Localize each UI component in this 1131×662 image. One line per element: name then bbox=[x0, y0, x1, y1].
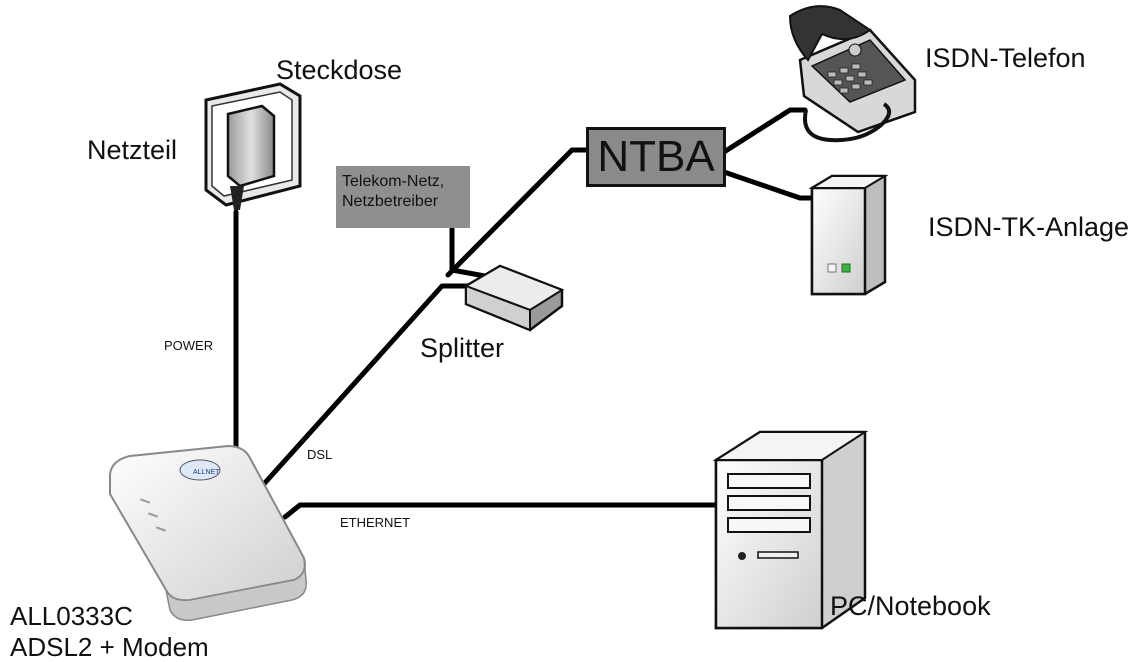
label-splitter: Splitter bbox=[420, 333, 505, 363]
isdn-phone-icon bbox=[788, 5, 917, 143]
label-power: POWER bbox=[164, 338, 214, 353]
modem-logo-text: ALLNET bbox=[193, 469, 220, 476]
ethernet-cable bbox=[282, 502, 721, 520]
modem-icon bbox=[109, 444, 307, 622]
label-pc-notebook: PC/Notebook bbox=[830, 591, 991, 621]
label-steckdose: Steckdose bbox=[276, 55, 403, 85]
ntba-label: NTBA bbox=[597, 132, 715, 181]
isdn-tk-anlage-icon bbox=[808, 174, 889, 296]
ntba-to-tk-cable bbox=[721, 169, 815, 201]
label-isdn-tk-anlage: ISDN-TK-Anlage bbox=[928, 212, 1130, 242]
model-line2: ADSL2 + Modem bbox=[10, 631, 209, 662]
ntba-to-phone-cable bbox=[721, 107, 808, 155]
splitter-icon bbox=[463, 264, 565, 332]
label-isdn-telefon: ISDN-Telefon bbox=[925, 43, 1086, 73]
label-ethernet: ETHERNET bbox=[340, 515, 411, 530]
label-dsl: DSL bbox=[307, 447, 333, 462]
ntba-box: NTBA bbox=[586, 127, 726, 187]
telekom-network-box: Telekom-Netz, Netzbetreiber bbox=[336, 166, 470, 228]
pc-tower-icon bbox=[712, 430, 869, 630]
model-line1: ALL0333C bbox=[10, 601, 133, 631]
dsl-cable bbox=[251, 283, 486, 498]
telekom-cable bbox=[449, 225, 488, 279]
telekom-label-line2: Netzbetreiber bbox=[342, 193, 439, 210]
splitter-to-ntba-cable bbox=[445, 147, 591, 278]
label-netzteil: Netzteil bbox=[87, 135, 178, 165]
modem-model-caption: ALL0333C ADSL2 + Modem bbox=[10, 601, 209, 662]
power-adapter-icon bbox=[226, 104, 276, 210]
telekom-label-line1: Telekom-Netz, bbox=[342, 173, 445, 190]
